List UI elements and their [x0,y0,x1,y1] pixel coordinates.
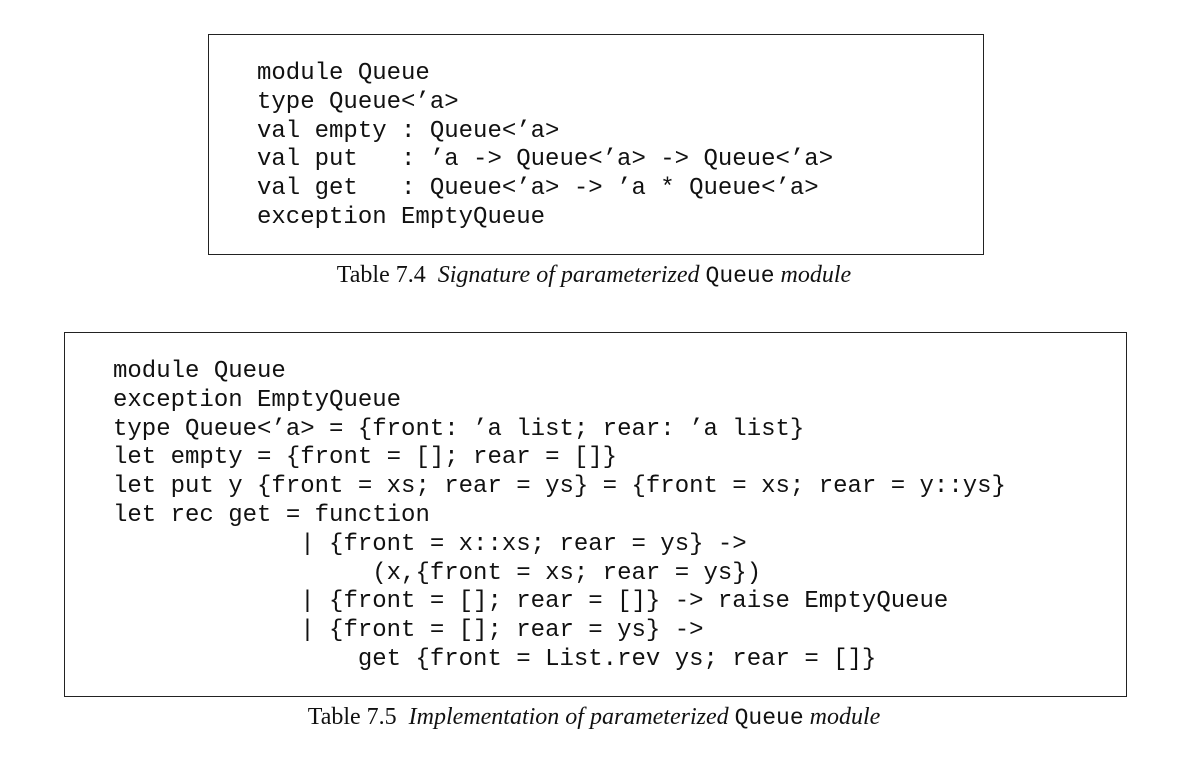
code-line: get {front = List.rev ys; rear = []} [113,645,877,673]
caption-text-after: module [809,704,881,730]
code-line: type Queue<’a> [257,88,459,116]
table-7-5-caption: Table 7.5 Implementation of parameterize… [0,704,1188,731]
caption-label: Table 7.5 [307,704,397,730]
caption-text-before: Implementation of parameterized [408,704,729,730]
code-line: exception EmptyQueue [257,203,546,231]
code-line: | {front = []; rear = []} -> raise Empty… [113,588,949,616]
caption-label: Table 7.4 [336,262,426,288]
caption-code-word: Queue [734,705,804,731]
code-line: val put : ’a -> Queue<’a> -> Queue<’a> [257,146,834,174]
code-line: val get : Queue<’a> -> ’a * Queue<’a> [257,175,819,203]
code-line: val empty : Queue<’a> [257,117,560,145]
code-line: let put y {front = xs; rear = ys} = {fro… [113,473,1006,501]
code-line: | {front = []; rear = ys} -> [113,617,704,645]
table-7-4-caption: Table 7.4 Signature of parameterized Que… [0,262,1188,289]
code-line: exception EmptyQueue [113,386,402,414]
caption-code-word: Queue [705,263,775,289]
caption-text-before: Signature of parameterized [437,262,700,288]
code-line: module Queue [113,358,286,385]
code-line: (x,{front = xs; rear = ys}) [113,559,762,587]
code-line: let empty = {front = []; rear = []} [113,444,618,472]
code-line: let rec get = function [113,501,430,529]
code-line: module Queue [257,60,430,87]
caption-text-after: module [780,262,852,288]
code-line: type Queue<’a> = {front: ’a list; rear: … [113,415,805,443]
code-line: | {front = x::xs; rear = ys} -> [113,530,747,558]
